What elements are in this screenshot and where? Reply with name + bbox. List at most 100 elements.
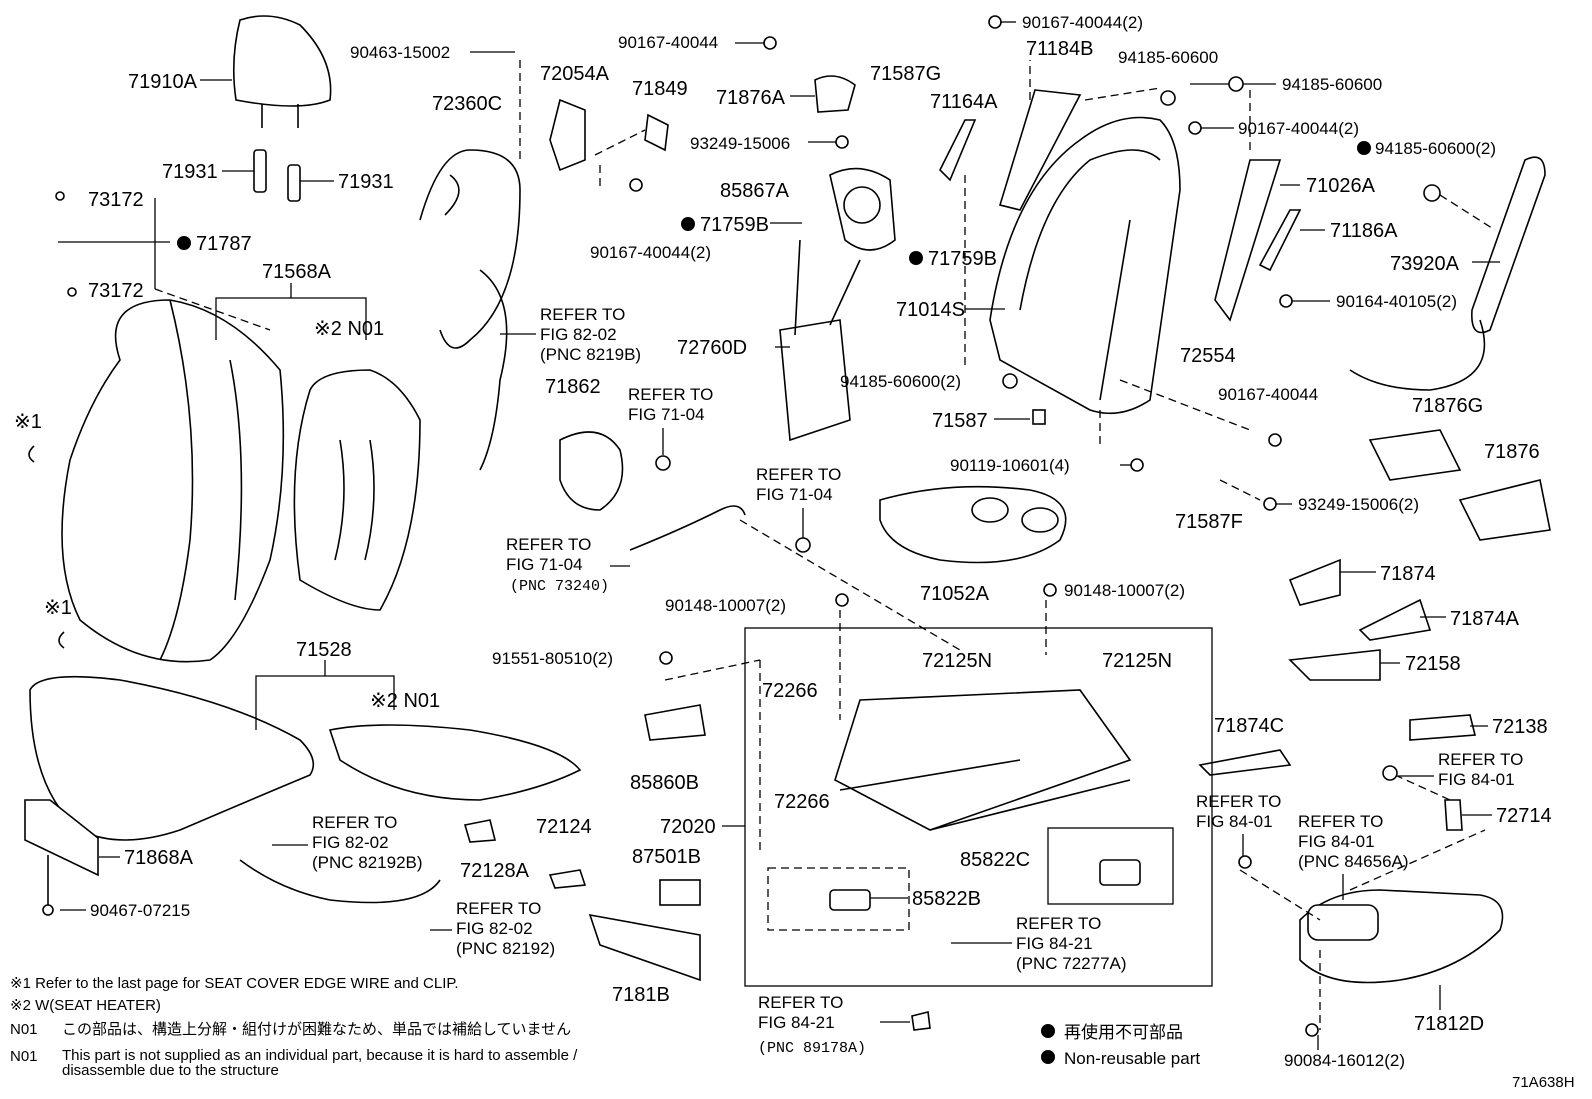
bracket-drawings [939,89,1302,322]
refer-text: FIG 84-21 [758,1013,835,1032]
refer-text: (PNC 82192B) [312,853,423,872]
motor-group-box-b [767,867,910,931]
refer-text: (PNC 73240) [510,578,609,595]
part-label: 71759B [928,248,997,270]
part-label: 90167-40044 [618,33,718,52]
part-label: 7181B [612,984,670,1006]
label-71849-drawing [644,113,669,152]
footnote-en-text: This part is not supplied as an individu… [62,1047,578,1064]
part-label: 91551-80510(2) [492,649,613,668]
footnotes: ※1 Refer to the last page for SEAT COVER… [10,975,1575,1091]
non-reusable-icon [909,251,923,265]
refer-text: REFER TO [1298,812,1383,831]
part-label: 73172 [88,189,144,211]
non-reusable-icon [1041,1024,1055,1038]
refer-text: FIG 71-04 [506,555,583,574]
refer-text: REFER TO [456,899,541,918]
part-label: 94185-60600 [1118,48,1218,67]
refer-text: FIG 82-02 [312,833,389,852]
part-label: 71931 [338,171,394,193]
part-label: 72125N [1102,650,1172,672]
part-label: 90463-15002 [350,43,450,62]
refer-text: FIG 84-01 [1298,832,1375,851]
part-label: 90167-40044(2) [1022,13,1143,32]
part-label: 71812D [1414,1013,1484,1035]
part-label: 71184B [1026,38,1093,60]
note-marker: ※1 [44,597,72,619]
refer-text: REFER TO [628,385,713,404]
refer-text: (PNC 84656A) [1298,852,1409,871]
part-label: 72266 [774,791,830,813]
part-label: 72124 [536,816,592,838]
part-label: 71862 [545,376,601,398]
seat-cushion-heater-drawing [328,724,582,801]
part-label: 71874C [1214,715,1284,737]
part-label: 71528 [296,639,352,661]
refer-text: FIG 71-04 [628,405,705,424]
part-label: 72128A [460,860,530,882]
refer-text: (PNC 8219B) [540,345,641,364]
part-label: 71587 [932,410,988,432]
part-label: 72125N [922,650,992,672]
refer-text: REFER TO [1196,792,1281,811]
footnote-key: N01 [10,1048,38,1065]
part-label: 72020 [660,816,716,838]
cushion-side-panel-drawing [24,799,99,916]
part-label: 73172 [88,280,144,302]
part-label: 93249-15006 [690,134,790,153]
cover-71862-drawing [559,431,624,511]
part-labels: 71910A 71931 71931 73172 73172 71787 715… [14,13,1552,1070]
non-reusable-icon [1041,1050,1055,1064]
fastener-drawings [55,15,1441,1037]
refer-text: FIG 82-02 [456,919,533,938]
part-label: 73920A [1390,253,1460,275]
part-label: 71876A [716,87,786,109]
part-label: 72714 [1496,805,1552,827]
refer-text: (PNC 82192) [456,939,555,958]
refer-to-labels: REFER TO FIG 82-02 (PNC 8219B) REFER TO … [272,305,1523,1057]
refer-text: REFER TO [1016,914,1101,933]
part-label: 72158 [1405,653,1461,675]
lumbar-support-drawing [779,239,861,442]
refer-text: REFER TO [540,305,625,324]
part-label: 71014S [896,299,965,321]
footnote-key: N01 [10,1021,38,1038]
part-label: 71587G [870,63,941,85]
wire-harness-drawing [239,149,746,904]
part-label: 71876G [1412,395,1483,417]
part-label: 90164-40105(2) [1336,292,1457,311]
part-label: 72760D [677,337,747,359]
headrest-drawing [232,15,332,128]
part-label: 71868A [124,847,194,869]
part-label: 71874 [1380,563,1436,585]
refer-text: REFER TO [756,465,841,484]
part-label: 85867A [720,180,790,202]
part-label: 94185-60600(2) [840,372,961,391]
figure-id: 71A638H [1512,1074,1575,1091]
part-label: 90167-40044(2) [590,243,711,262]
non-reusable-icon [681,217,695,231]
footnote-jp-text: この部品は、構造上分解・組付けが困難なため、単品では補給していません [62,1021,571,1038]
cover-71876A-drawing [814,75,856,113]
part-label: 71568A [262,261,332,283]
part-label: 90084-16012(2) [1284,1051,1405,1070]
refer-text: FIG 84-01 [1196,812,1273,831]
side-shield-drawing [1299,889,1504,984]
part-label: 71164A [930,91,998,113]
seat-cushion-cover-drawing [29,675,315,841]
part-label: 90119-10601(4) [950,456,1070,475]
switch-72054A-drawing [549,98,586,172]
leader-lines [60,21,1500,1050]
part-label: 94185-60600 [1282,75,1382,94]
seatback-frame-drawing [989,116,1181,415]
part-label: 90467-07215 [90,901,190,920]
part-label: 72138 [1492,716,1548,738]
refer-text: FIG 84-21 [1016,934,1093,953]
part-label: ※2 N01 [370,690,440,712]
part-label: 85822B [912,888,981,910]
motor-85867A-drawing [829,167,896,251]
refer-text: FIG 71-04 [756,485,833,504]
seat-track-assembly-box [744,627,1213,987]
part-label: 71931 [162,161,218,183]
part-label: 71186A [1330,220,1398,242]
